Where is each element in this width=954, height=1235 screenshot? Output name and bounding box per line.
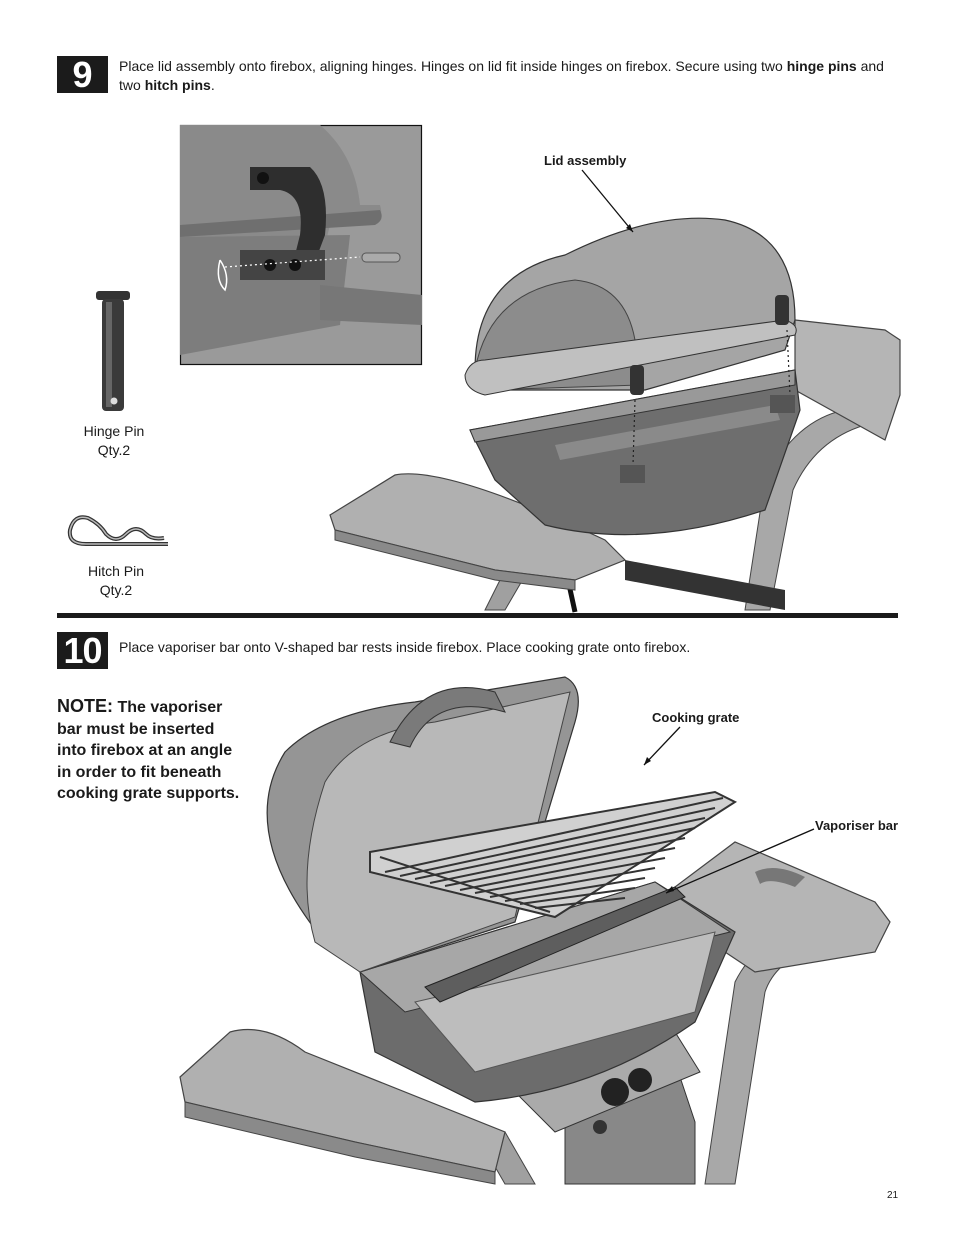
cooking-grate-label: Cooking grate (652, 710, 740, 725)
hitch-pin-name: Hitch Pin (87, 563, 145, 579)
hitch-pin-qty: Qty.2 (99, 582, 133, 598)
step-10-instruction: Place vaporiser bar onto V-shaped bar re… (119, 639, 691, 655)
step-10-number: 10 (63, 629, 102, 671)
vaporiser-bar-leader-arrow (665, 828, 815, 894)
cooking-grate-leader-arrow (643, 726, 681, 766)
lid-assembly-label: Lid assembly (544, 153, 627, 168)
step-10-note: NOTE: The vaporiser bar must be inserted… (57, 696, 247, 805)
step-9-hinge-pins-bold: hinge pins (786, 58, 857, 74)
step-9-text-before: Place lid assembly onto firebox, alignin… (119, 58, 787, 74)
hinge-detail-inset (179, 124, 423, 366)
hinge-pin-qty: Qty.2 (97, 442, 131, 458)
note-body: The vaporiser bar must be inserted into … (57, 699, 240, 802)
step-9-grill-illustration (329, 217, 901, 613)
hitch-pin-caption: Hitch Pin Qty.2 (70, 562, 162, 600)
hinge-pin-illustration (96, 291, 130, 411)
step-9-hitch-pins-bold: hitch pins (144, 77, 211, 93)
step-9-text-mid: and two (119, 58, 884, 93)
hitch-pin-illustration (67, 515, 168, 546)
note-heading: NOTE: (57, 696, 113, 716)
lid-assembly-leader-arrow (581, 169, 634, 233)
hinge-pin-caption: Hinge Pin Qty.2 (68, 422, 160, 460)
step-10-badge: 10 (57, 629, 108, 671)
step-9-number: 9 (72, 53, 93, 95)
hinge-pin-name: Hinge Pin (83, 423, 145, 439)
page-number: 21 (887, 1190, 899, 1201)
vaporiser-bar-label: Vaporiser bar (815, 818, 899, 833)
step-9-badge: 9 (57, 53, 108, 95)
cooking-grate-drawing (369, 790, 738, 919)
step-divider (57, 613, 898, 618)
step-9-instruction: Place lid assembly onto firebox, alignin… (119, 57, 899, 95)
step-9-text-end: . (210, 77, 215, 93)
step-10-grill-illustration (179, 676, 891, 1185)
